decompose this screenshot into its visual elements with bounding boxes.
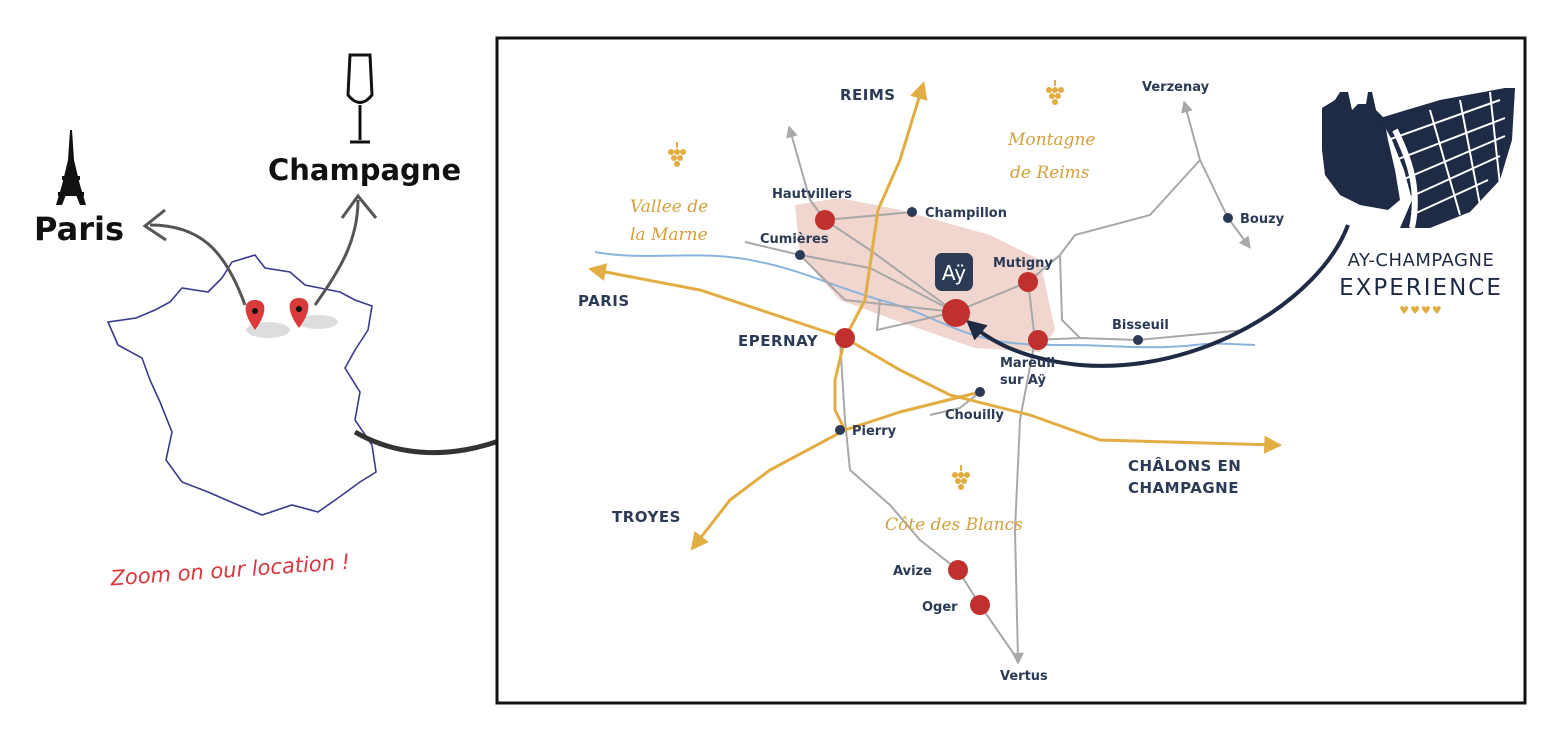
champagne-glass-icon — [346, 53, 374, 144]
grape-icon — [668, 142, 686, 167]
village-hautvillers: Hautvillers — [772, 187, 852, 202]
location-pin-icon — [289, 298, 309, 328]
city-reims: REIMS — [840, 86, 896, 104]
region-vallee-line2: la Marne — [630, 225, 708, 245]
village-marker — [1028, 330, 1048, 350]
city-chalons-line1: CHÂLONS EN — [1128, 456, 1241, 475]
village-bouzy: Bouzy — [1240, 212, 1285, 227]
grape-icon — [952, 465, 970, 490]
village-cumieres: Cumières — [760, 232, 829, 247]
village-marker — [948, 560, 968, 580]
ay-area-highlight — [795, 198, 1055, 352]
village-dot — [795, 250, 805, 260]
ay-champagne-experience-logo: AY-CHAMPAGNE EXPERIENCE ♥♥♥♥ — [1322, 88, 1515, 317]
village-pierry: Pierry — [852, 424, 897, 439]
village-vertus: Vertus — [1000, 669, 1048, 684]
city-chalons-line2: CHAMPAGNE — [1128, 479, 1239, 497]
village-oger: Oger — [922, 600, 958, 615]
ay-badge: Aÿ — [935, 253, 973, 291]
village-avize: Avize — [893, 564, 932, 579]
village-mareuil-line2: sur Aÿ — [1000, 373, 1047, 388]
city-paris: PARIS — [578, 292, 630, 310]
paris-label: Paris — [34, 210, 124, 248]
brand-hearts-icon: ♥♥♥♥ — [1399, 304, 1442, 317]
ay-badge-label: Aÿ — [942, 261, 966, 285]
region-montagne-line1: Montagne — [1007, 130, 1095, 150]
france-outline — [106, 254, 377, 516]
village-marker — [1018, 272, 1038, 292]
region-montagne-line2: de Reims — [1010, 163, 1090, 183]
village-marker — [835, 328, 855, 348]
village-chouilly: Chouilly — [945, 408, 1004, 423]
village-dot — [835, 425, 845, 435]
city-epernay: EPERNAY — [738, 332, 819, 350]
region-cote-des-blancs: Côte des Blancs — [885, 515, 1023, 535]
location-pin-icon — [245, 300, 265, 330]
marne-river — [594, 251, 1256, 349]
village-marker — [815, 210, 835, 230]
village-mutigny: Mutigny — [993, 256, 1053, 271]
village-dot — [975, 387, 985, 397]
village-verzenay: Verzenay — [1142, 80, 1210, 95]
village-champillon: Champillon — [925, 206, 1007, 221]
eiffel-tower-icon — [56, 130, 86, 205]
city-troyes: TROYES — [612, 508, 681, 526]
grape-icon — [1046, 80, 1064, 105]
arrow-to-champagne — [313, 199, 360, 306]
village-dot — [907, 207, 917, 217]
region-vallee-line1: Vallee de — [630, 197, 708, 217]
village-bisseuil: Bisseuil — [1112, 318, 1169, 333]
brand-line2: EXPERIENCE — [1339, 275, 1503, 301]
village-mareuil-line1: Mareuil — [1000, 356, 1055, 371]
champagne-label: Champagne — [268, 153, 461, 187]
village-marker — [942, 299, 970, 327]
zoom-caption: Zoom on our location ! — [109, 550, 351, 591]
brand-arrow — [965, 224, 1350, 368]
village-dot — [1223, 213, 1233, 223]
brand-line1: AY-CHAMPAGNE — [1348, 250, 1495, 271]
village-marker — [970, 595, 990, 615]
arrow-to-paris — [149, 223, 247, 306]
village-dot — [1133, 335, 1143, 345]
